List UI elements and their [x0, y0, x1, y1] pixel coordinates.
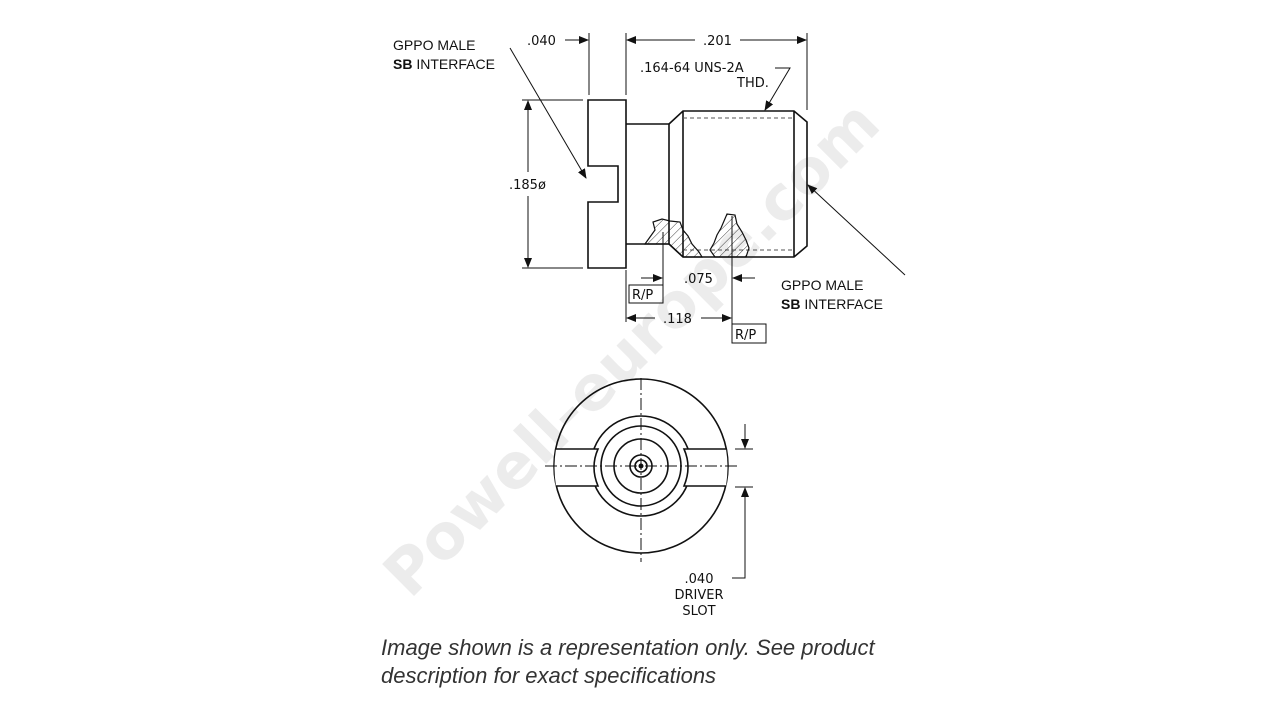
caption-line-2: description for exact specifications: [381, 663, 717, 688]
thread-section-1: [643, 218, 704, 258]
driver-slot-right: [684, 449, 728, 486]
ref-box-rp-2: R/P: [735, 328, 756, 343]
dim-075: .075: [684, 272, 713, 287]
watermark: Powell-europe.com: [369, 86, 894, 611]
label-gppo-male-left: GPPO MALE: [393, 37, 475, 53]
dim-driver-slot: .040: [685, 572, 714, 587]
side-view: .040 .201 .185ø GPPO MALE SB INTERFACE .…: [393, 33, 906, 344]
caption-line-1: Image shown is a representation only. Se…: [381, 635, 875, 660]
flange-outline: [587, 99, 627, 269]
thread-spec: .164-64 UNS-2A: [640, 61, 744, 76]
label-sb-interface-right: SB INTERFACE: [781, 296, 883, 312]
label-sb-interface-left: SB INTERFACE: [393, 56, 495, 72]
thread-section-2: [709, 213, 750, 258]
label-gppo-male-right: GPPO MALE: [781, 277, 863, 293]
label-slot: SLOT: [682, 604, 715, 619]
end-view: .040 DRIVER SLOT: [545, 378, 753, 619]
driver-slot-left: [554, 449, 598, 486]
thread-spec-thd: THD.: [736, 76, 769, 91]
dim-body-length: .201: [703, 34, 732, 49]
disclaimer-caption: Image shown is a representation only. Se…: [381, 634, 941, 690]
label-driver: DRIVER: [674, 588, 723, 603]
dim-diameter: .185ø: [509, 178, 546, 193]
ref-box-rp-1: R/P: [632, 288, 653, 303]
dim-flange-thickness: .040: [527, 34, 556, 49]
dim-118: .118: [663, 312, 692, 327]
